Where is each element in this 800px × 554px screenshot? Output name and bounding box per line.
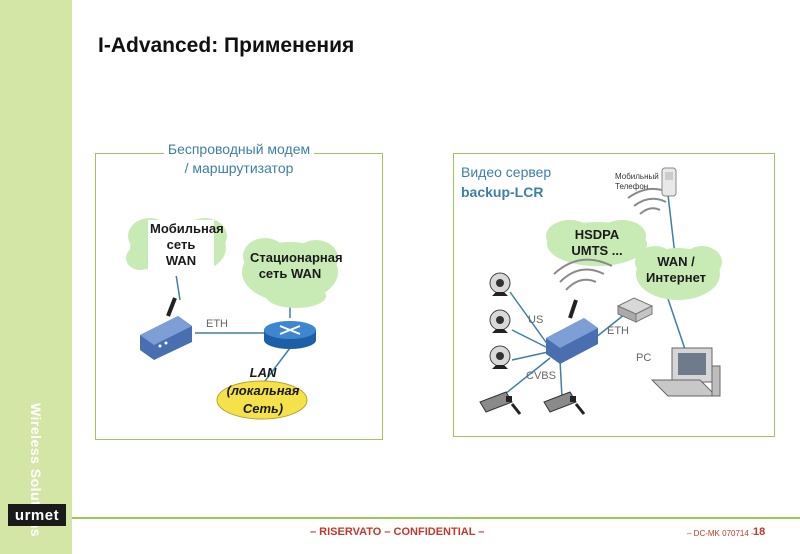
hsdpa-cloud — [546, 220, 647, 266]
camera5-line — [559, 359, 563, 399]
eth-label-right: ETH — [607, 325, 629, 337]
camera2-line — [511, 329, 549, 349]
pc-icon — [650, 347, 721, 397]
video-server-title-line1: Видео сервер — [461, 164, 552, 180]
page-number: 18 — [753, 526, 766, 538]
router-icon — [264, 321, 316, 349]
camera4-line — [499, 357, 551, 399]
pc-label: PC — [636, 352, 652, 364]
confidential-label: – RISERVATO – CONFIDENTIAL – — [310, 526, 485, 538]
video-modem-icon — [546, 299, 598, 364]
modem-icon — [140, 297, 192, 360]
page-title: I-Advanced: Применения — [98, 34, 355, 57]
lan-oval — [216, 380, 308, 420]
eth-label-left: ETH — [206, 318, 228, 330]
sidebar: Wireless Solutions urmet — [0, 0, 72, 554]
cctv-camera-icon-1 — [479, 391, 522, 415]
wan-internet-label: WAN / Интернет — [645, 254, 706, 285]
lan-link-line — [261, 347, 291, 386]
mobile-wan-label: Мобильная сеть WAN — [150, 221, 224, 268]
video-server-title: Видео сервер backup-LCR — [461, 162, 551, 202]
urmet-logo: urmet — [8, 504, 66, 526]
footer-divider — [72, 517, 800, 519]
camera3-line — [511, 351, 549, 361]
us-label: US — [528, 314, 544, 326]
mobile-phone-icon — [661, 167, 677, 197]
cvbs-label: CVBS — [526, 370, 556, 382]
lan-label: LAN (локальная Сеть) — [226, 365, 300, 416]
phone-line — [667, 194, 676, 256]
camera1-line — [509, 291, 549, 346]
mobile-wan-cloud — [126, 218, 227, 276]
hsdpa-label: HSDPA UMTS ... — [571, 227, 623, 258]
wireless-modem-title: Беспроводный модем / маршрутизатор — [164, 140, 314, 178]
webcam-icon-3 — [489, 345, 511, 369]
wan-pc-line — [664, 289, 689, 359]
fixed-wan-cloud — [242, 238, 338, 308]
doc-code: – DC-MK 070714 - — [687, 529, 754, 538]
webcam-icon-2 — [489, 309, 511, 333]
signal-waves-icon — [553, 187, 673, 291]
fixed-wan-label: Стационарная сеть WAN — [250, 250, 343, 281]
wan-internet-cloud — [635, 246, 722, 300]
video-server-title-line2: backup-LCR — [461, 184, 544, 200]
webcam-icon-1 — [489, 272, 511, 296]
cctv-camera-icon-2 — [543, 391, 586, 415]
mobile-phone-label: Мобильный Телефон — [615, 172, 659, 191]
ethernet-device-icon — [616, 297, 654, 323]
